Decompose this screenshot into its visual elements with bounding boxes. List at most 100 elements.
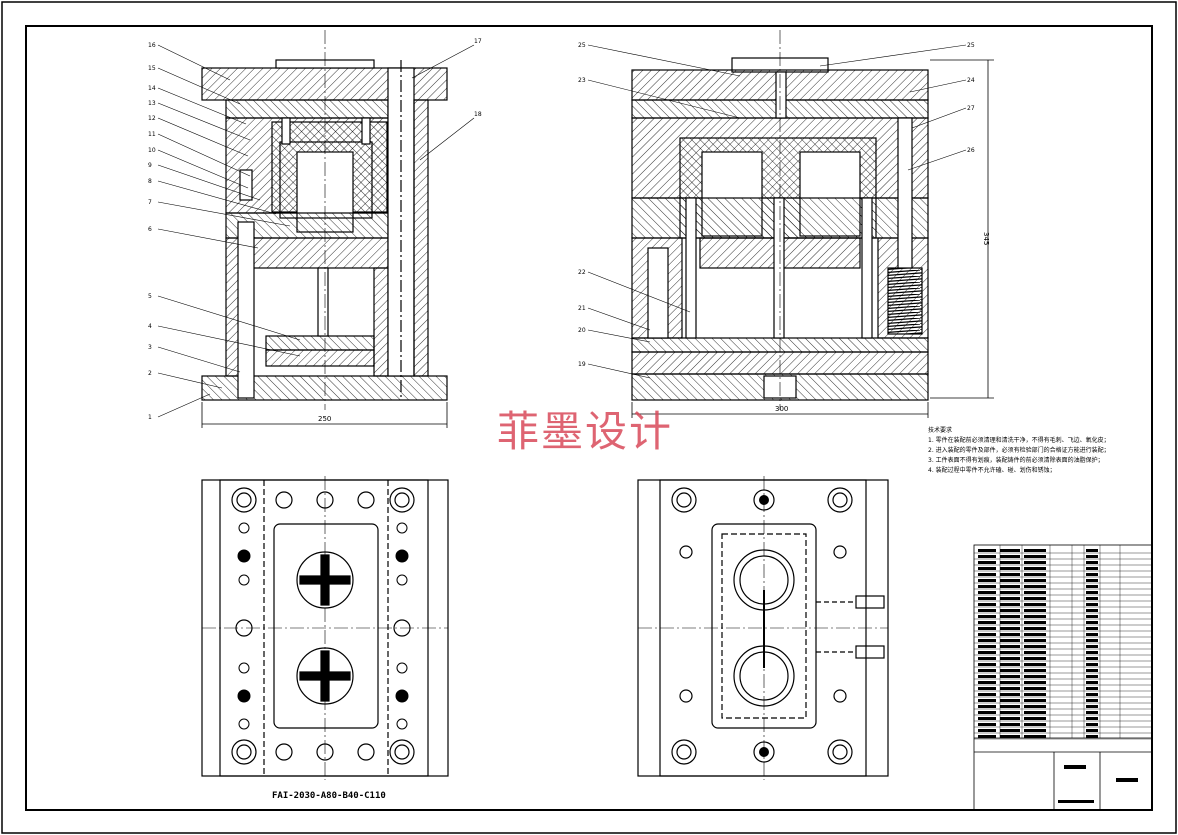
bom-cell <box>1086 699 1098 702</box>
bom-cell <box>1024 573 1046 576</box>
guide-pin-hole <box>236 744 252 760</box>
guide-pin-hole <box>676 744 692 760</box>
bom-cell <box>1000 627 1020 630</box>
left-width-label: 250 <box>318 415 331 423</box>
title-cell <box>1058 800 1094 803</box>
technical-requirements: 技术要求 1. 零件在装配前必须清理和清洗干净，不得有毛刺、飞边、氧化皮； 2.… <box>928 426 1110 476</box>
callout-number: 9 <box>148 162 152 169</box>
bom-cell <box>1086 687 1098 690</box>
bom-cell <box>1000 591 1020 594</box>
ejector-hole <box>238 574 250 586</box>
left-plan-holes <box>231 487 415 765</box>
leader-line <box>157 325 301 357</box>
left-section-view <box>201 30 448 410</box>
leader-line <box>157 346 241 373</box>
bom-cell <box>978 699 996 702</box>
bom-cell <box>978 723 996 726</box>
bom-cell <box>1086 567 1098 570</box>
note-3: 3. 工件表面不得有划痕，装配铸件的前必须清除表面的油脂保护； <box>928 457 1104 464</box>
bom-cell <box>1000 561 1020 564</box>
bom-cell <box>1024 597 1046 600</box>
bom-cell <box>978 603 996 606</box>
screw-hole <box>679 545 693 559</box>
bom-cell <box>978 693 996 696</box>
bom-cell <box>1000 573 1020 576</box>
bom-cell <box>1024 609 1046 612</box>
callout-number: 12 <box>148 115 156 122</box>
bom-cell <box>1000 699 1020 702</box>
bom-cell <box>1086 639 1098 642</box>
bom-cell <box>1024 717 1046 720</box>
bom-cell <box>1000 675 1020 678</box>
right-height-label: 345 <box>982 232 990 245</box>
bom-cell <box>1000 681 1020 684</box>
right-plan-holes <box>671 487 853 765</box>
bom-cell <box>1086 573 1098 576</box>
bom-cell <box>978 663 996 666</box>
callout-number: 26 <box>967 147 975 154</box>
callout-number: 17 <box>474 38 482 45</box>
support-hole <box>753 741 775 763</box>
guide-pin-hole <box>832 744 848 760</box>
bom-cell <box>1024 729 1046 732</box>
bom-cell <box>1024 603 1046 606</box>
left-width-dimension <box>201 402 448 428</box>
bom-cell <box>1000 657 1020 660</box>
bom-cell <box>1024 705 1046 708</box>
screw-hole <box>357 491 375 509</box>
bom-cell <box>978 561 996 564</box>
title-cell <box>1064 765 1086 769</box>
bom-cell <box>1000 621 1020 624</box>
bom-cell <box>1024 627 1046 630</box>
leader-line <box>411 44 475 79</box>
leader-line <box>157 67 241 105</box>
bom-cell <box>1086 657 1098 660</box>
guide-bush-hole <box>389 739 415 765</box>
bom-cell <box>1086 723 1098 726</box>
bom-cell <box>1000 711 1020 714</box>
leader-line <box>157 117 249 157</box>
bom-cell <box>1024 585 1046 588</box>
bom-cell <box>1086 615 1098 618</box>
bom-cell <box>1000 735 1020 738</box>
bom-cell <box>1086 603 1098 606</box>
bom-cell <box>1086 627 1098 630</box>
bom-cell <box>978 609 996 612</box>
leader-line <box>587 271 691 313</box>
callout-number: 8 <box>148 178 152 185</box>
leader-line <box>587 363 651 379</box>
bom-cell <box>1000 585 1020 588</box>
callout-number: 21 <box>578 305 586 312</box>
bom-cell <box>978 717 996 720</box>
guide-bush-hole <box>827 739 853 765</box>
bom-cell <box>978 639 996 642</box>
inner-border <box>25 25 1153 811</box>
bom-cell <box>1086 591 1098 594</box>
screw-hole <box>275 743 293 761</box>
bom-cell <box>1024 693 1046 696</box>
guide-pin-hole <box>236 492 252 508</box>
bom-cell <box>1024 567 1046 570</box>
bom-cell <box>1000 663 1020 666</box>
bom-cell <box>1000 633 1020 636</box>
bom-cell <box>1086 717 1098 720</box>
bom-cell <box>978 567 996 570</box>
bom-rows <box>974 545 1152 803</box>
bom-cell <box>1000 555 1020 558</box>
bom-cell <box>1000 687 1020 690</box>
screw-hole <box>316 743 334 761</box>
bom-cell <box>978 735 996 738</box>
bom-cell <box>1086 735 1098 738</box>
callout-number: 25 <box>578 42 586 49</box>
bom-cell <box>1024 735 1046 738</box>
bom-cell <box>1086 675 1098 678</box>
callout-number: 16 <box>148 42 156 49</box>
bom-cell <box>978 597 996 600</box>
bom-cell <box>1024 555 1046 558</box>
bom-cell <box>1024 615 1046 618</box>
leader-line <box>157 164 261 201</box>
ejector-hole <box>395 549 409 563</box>
bom-cell <box>1024 645 1046 648</box>
